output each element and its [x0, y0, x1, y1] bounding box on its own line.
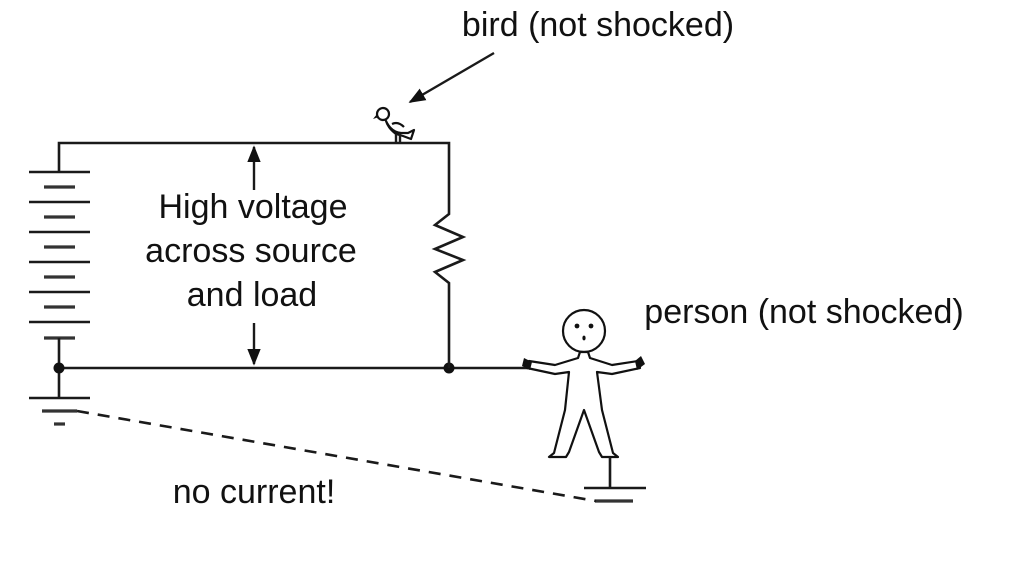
voltage-label-line1: High voltage [158, 188, 347, 226]
no-current-path [76, 409, 597, 503]
ground-right-icon [584, 486, 646, 503]
bird-pointer-arrow [408, 51, 495, 104]
resistor-icon [431, 212, 467, 368]
junction-left [53, 362, 65, 374]
voltage-label-line2: across source [145, 232, 357, 270]
person-label: person (not shocked) [644, 293, 963, 331]
no-current-label: no current! [173, 473, 336, 511]
voltage-label-line3: and load [187, 276, 317, 314]
bird-icon [373, 106, 416, 143]
person-icon [522, 308, 645, 459]
bird-label: bird (not shocked) [462, 6, 734, 44]
top-wire [57, 141, 451, 212]
ground-left-icon [29, 396, 90, 426]
battery-source [29, 170, 90, 340]
